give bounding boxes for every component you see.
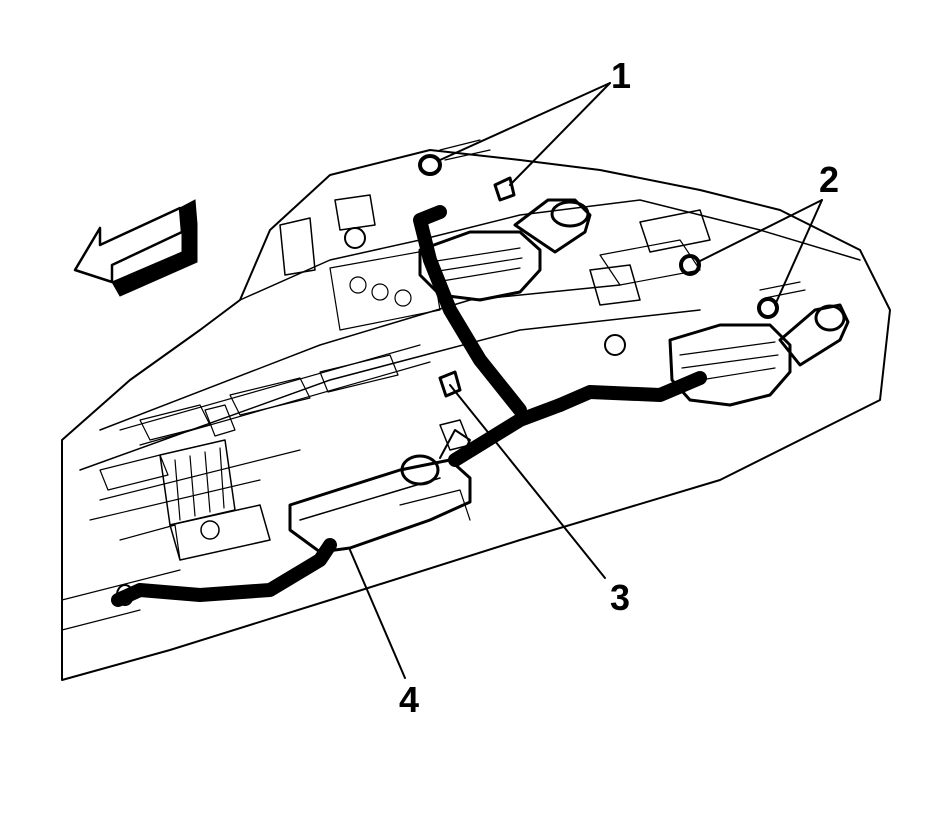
- muffler: [288, 429, 472, 554]
- exhaust-pipe: [111, 205, 707, 607]
- hanger-insulators: [418, 139, 806, 398]
- callout-2: 2: [819, 159, 839, 200]
- underbody-floor: [61, 149, 891, 681]
- callout-4: 4: [399, 679, 419, 720]
- rear-muffler-right: [668, 303, 850, 407]
- callout-1: 1: [611, 55, 631, 96]
- direction-arrow-icon: [73, 199, 198, 297]
- rear-muffler-left: [418, 198, 592, 302]
- callout-3: 3: [610, 577, 630, 618]
- leader-lines: [349, 82, 823, 679]
